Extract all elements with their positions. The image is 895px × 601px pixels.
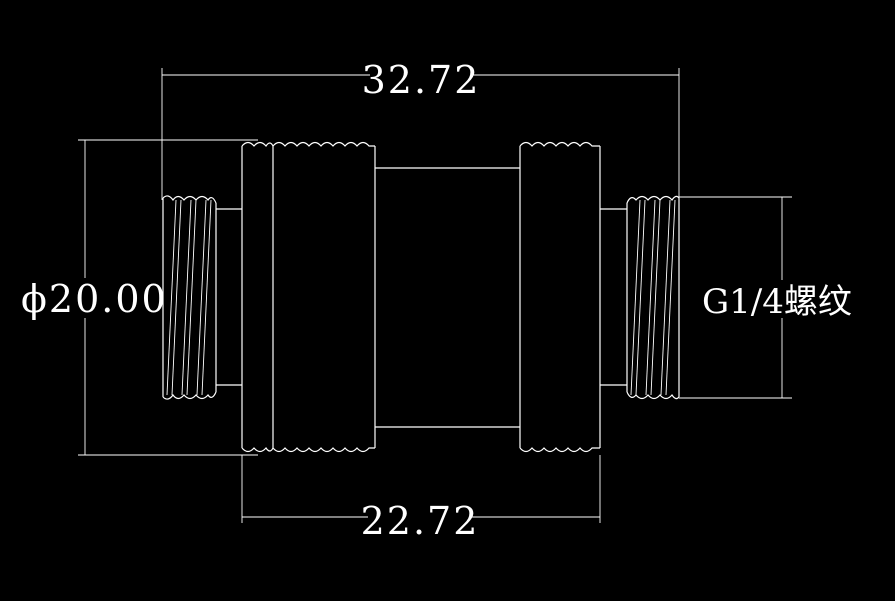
thread-helix-line [166,199,177,396]
knurled-body-right [519,141,601,453]
knurl-top-edge [519,141,600,147]
left-thread-crest-top [162,195,217,204]
flange-knurl-bottom [241,447,274,453]
center-neck [375,167,520,428]
thread-helix-line [660,199,671,396]
thread-helix-line [171,199,182,396]
thread-helix-line [645,199,656,396]
thread-helix-line [201,199,212,396]
right-threaded-end [600,195,680,400]
thread-helix-line [630,199,641,396]
overall-length-label: 32.72 [362,58,481,102]
thread-helix-line [665,199,676,396]
right-thread-crest-bottom [626,391,680,400]
left-threaded-end [162,195,242,400]
thread-helix-line [650,199,661,396]
knurl-bottom-edge [272,447,375,453]
knurled-body-left [272,141,376,453]
knurl-bottom-edge [519,447,600,453]
diameter-dimension: ϕ20.00 [21,139,258,456]
thread-label: G1/4螺纹 [702,282,852,322]
thread-dimension: G1/4螺纹 [679,196,852,399]
overall-length-dimension: 32.72 [161,58,680,200]
body-length-label: 22.72 [361,499,480,543]
knurl-top-edge [272,141,375,147]
thread-helix-line [186,199,197,396]
thread-helix-line [181,199,192,396]
right-relief-groove [600,208,627,386]
left-flange [241,141,274,453]
flange-knurl-top [241,141,274,147]
left-relief-groove [216,208,242,386]
right-thread-crest-top [626,195,680,204]
thread-helix-line [196,199,207,396]
left-thread-crest-bottom [162,391,217,400]
thread-helix-line [635,199,646,396]
diameter-label: ϕ20.00 [21,277,168,321]
body-length-dimension: 22.72 [241,455,601,543]
